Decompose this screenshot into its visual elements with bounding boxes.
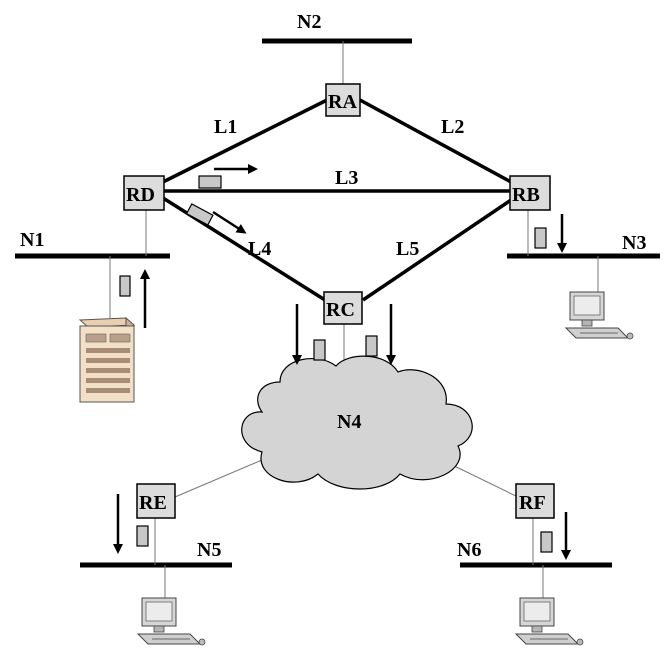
server-icon: [78, 316, 136, 403]
network-label-n2: N2: [297, 11, 321, 33]
packet-icon: [313, 339, 326, 361]
router-label-re: RE: [139, 492, 167, 514]
network-n2: N2: [262, 11, 412, 44]
packet-icon: [185, 203, 214, 226]
network-label-n4: N4: [337, 411, 361, 433]
packet-icon: [534, 227, 547, 249]
router-label-rc: RC: [326, 299, 355, 321]
router-rb: RB: [509, 175, 551, 211]
re-to-cloud-link: [174, 459, 263, 498]
packet-icon: [119, 275, 131, 297]
packet-icon: [365, 335, 378, 357]
packet-icon: [198, 175, 222, 189]
packet-icon: [540, 531, 553, 553]
link-label-l4: L4: [248, 238, 271, 260]
computer-icon: [136, 597, 206, 646]
packet-icon: [136, 525, 149, 547]
router-label-rb: RB: [512, 184, 540, 206]
router-ra: RA: [325, 83, 361, 117]
router-label-rf: RF: [519, 492, 546, 514]
network-label-n5: N5: [197, 539, 221, 561]
link-l1: [162, 98, 328, 184]
network-n3: N3: [507, 232, 660, 259]
network-n5: N5: [80, 539, 232, 568]
network-n1: N1: [15, 229, 170, 259]
router-label-ra: RA: [328, 91, 357, 113]
network-label-n3: N3: [622, 232, 646, 254]
cloud-icon: N4: [241, 355, 473, 490]
computer-icon: [514, 597, 584, 646]
computer-icon: [564, 291, 634, 340]
arrow-diagonal-icon: [212, 210, 247, 234]
link-label-l5: L5: [396, 238, 419, 260]
link-label-l3: L3: [335, 167, 358, 189]
link-label-l1: L1: [214, 116, 237, 138]
network-n6: N6: [457, 539, 612, 568]
network-label-n6: N6: [457, 539, 481, 561]
link-label-l2: L2: [441, 116, 464, 138]
network-label-n1: N1: [20, 229, 44, 251]
router-rd: RD: [123, 175, 165, 211]
router-label-rd: RD: [126, 184, 155, 206]
router-rf: RF: [515, 483, 555, 519]
link-l2: [359, 98, 512, 184]
link-l5: [362, 198, 512, 302]
router-rc: RC: [323, 291, 363, 325]
router-re: RE: [136, 483, 176, 519]
